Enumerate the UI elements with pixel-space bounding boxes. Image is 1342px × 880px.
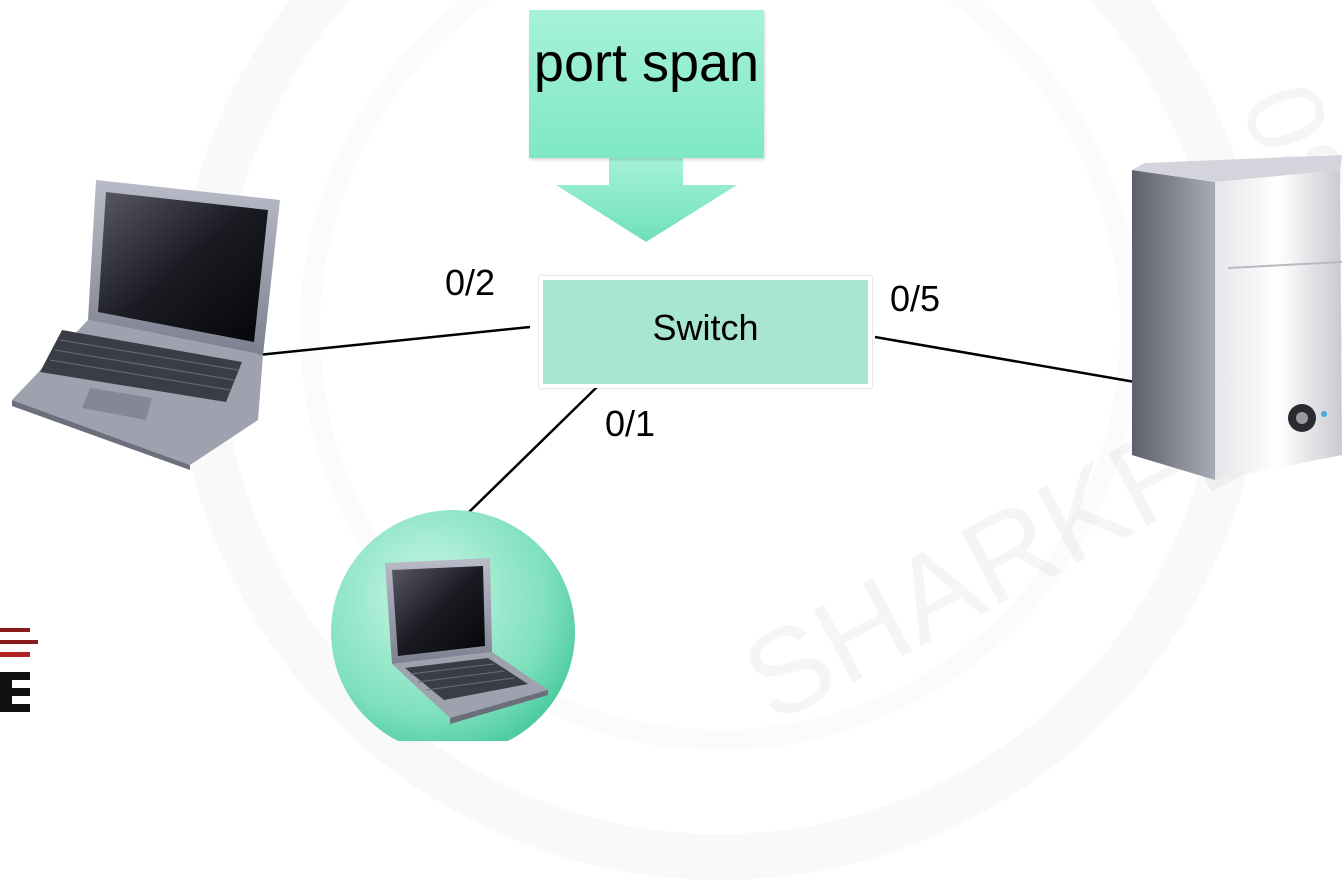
port-label-0-1: 0/1 <box>605 403 656 444</box>
server-tower-icon <box>1132 155 1342 480</box>
link-laptop-to-switch <box>257 325 531 357</box>
sharkfest-logo-icon <box>0 628 38 712</box>
port-span-label: port span <box>533 33 760 93</box>
port-label-0-5: 0/5 <box>890 278 941 319</box>
port-span-box <box>529 10 764 158</box>
link-switch-to-server <box>874 335 1136 384</box>
diagram-graphics: SHARKFEST 08 <box>0 155 1342 741</box>
port-label-0-2: 0/2 <box>445 262 496 303</box>
switch-label: Switch <box>652 307 759 348</box>
arrow-down-icon <box>556 158 737 242</box>
laptop-icon <box>12 180 280 470</box>
switch-box <box>539 276 872 388</box>
monitoring-laptop-icon <box>331 510 575 741</box>
